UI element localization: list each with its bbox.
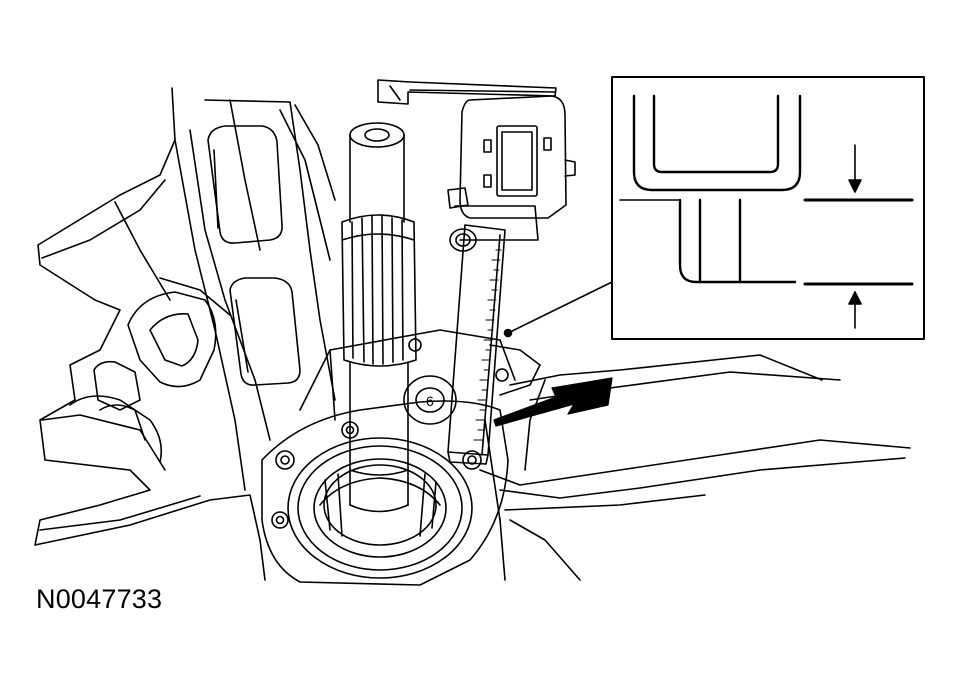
detail-inset	[611, 76, 925, 340]
dimension-arrow-down-icon	[848, 144, 862, 193]
arrow-icon	[493, 377, 613, 427]
transmission-case: 6	[34, 87, 911, 586]
depth-caliper	[377, 79, 613, 465]
input-shaft	[341, 122, 417, 513]
svg-text:6: 6	[426, 393, 434, 409]
dimension-arrow-up-icon	[848, 291, 862, 329]
figure-reference-code: N0047733	[36, 584, 163, 614]
